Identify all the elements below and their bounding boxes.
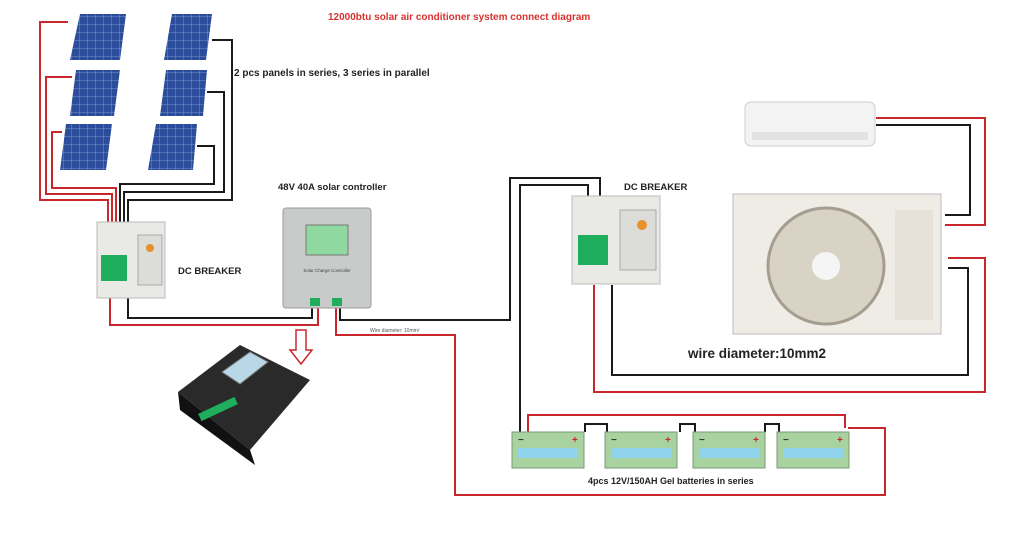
pv-positive-wire-1 [39,21,109,228]
pv-negative-wire-2 [123,91,225,228]
battery-link-2 [679,423,696,432]
controller-label: 48V 40A solar controller [278,182,387,193]
outdoor-negative-wire [611,267,969,376]
positive-terminal: + [572,435,578,446]
solar-panel [148,124,197,170]
positive-terminal: + [753,435,759,446]
controller-face-text: Solar Charge Controller [303,268,351,273]
battery-label: 4pcs 12V/150AH Gel batteries in series [588,476,754,486]
battery: − + [511,431,585,469]
solar-panel [160,70,207,116]
negative-terminal: − [518,435,524,446]
controller-photo [178,345,310,465]
breaker-right-label: DC BREAKER [624,182,687,193]
pv-positive-wire-2 [45,76,113,228]
solar-panel [60,124,112,170]
breaker-left-label: DC BREAKER [178,266,241,277]
battery-bank: − + − + − + − + [511,431,850,469]
breaker-handle [578,235,608,265]
solar-panel [164,14,212,60]
pv-negative-wire-3 [119,145,215,228]
solar-panel [70,14,126,60]
arrow-down-icon [288,329,314,366]
solar-charge-controller: Solar Charge Controller [282,207,372,309]
battery-negative-wire [519,184,589,440]
ac-indoor-unit [744,101,876,147]
battery: − + [692,431,766,469]
battery: − + [776,431,850,469]
pv-positive-wire-3 [51,131,117,228]
positive-terminal: + [665,435,671,446]
wire-note-small: Wire diameter: 10mm² [370,328,420,334]
battery-link-1 [584,423,608,432]
battery: − + [604,431,678,469]
indoor-link-black [876,124,971,216]
solar-panel-array [60,14,212,170]
negative-terminal: − [699,435,705,446]
diagram-title: 12000btu solar air conditioner system co… [328,12,590,23]
panels-note: 2 pcs panels in series, 3 series in para… [234,68,430,79]
controller-load-negative [339,177,601,321]
solar-panel [70,70,120,116]
negative-terminal: − [611,435,617,446]
ac-outdoor-unit [732,193,942,335]
breaker-to-controller-negative [127,298,313,319]
indoor-link-red [876,117,986,226]
dc-breaker-left [96,221,166,299]
dc-breaker-right [571,195,661,285]
wiring [39,21,986,496]
breaker-handle [101,255,127,281]
battery-top-wire [527,414,846,440]
positive-terminal: + [837,435,843,446]
pv-negative-wire-1 [127,39,233,228]
breaker-to-controller-positive [109,298,319,326]
wire-note-large: wire diameter:10mm2 [687,346,826,361]
controller-display [305,224,349,256]
outdoor-positive-wire [593,257,986,393]
battery-link-3 [764,423,780,432]
negative-terminal: − [783,435,789,446]
controller-battery-positive [335,305,886,496]
